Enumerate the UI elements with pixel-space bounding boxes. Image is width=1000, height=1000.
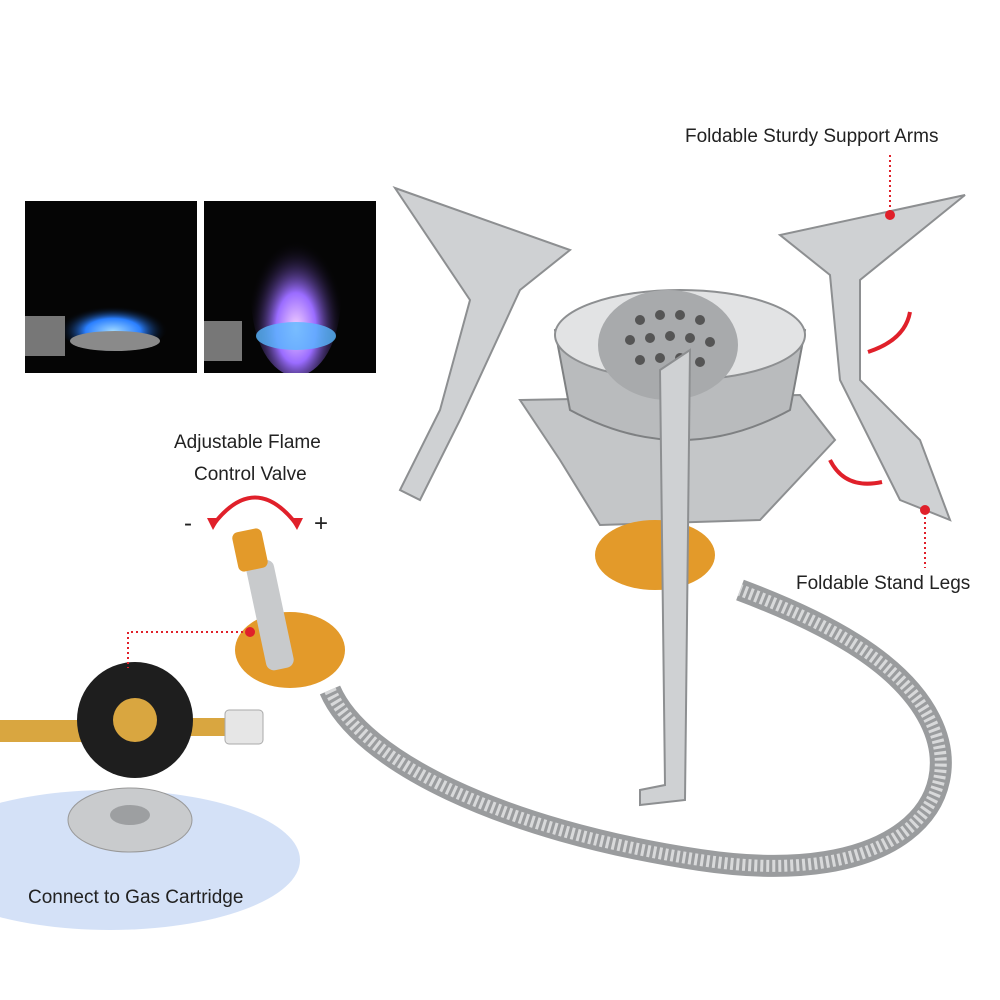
support-arms-label: Foldable Sturdy Support Arms <box>685 126 939 147</box>
front-leg <box>639 348 692 807</box>
stand-legs-label: Foldable Stand Legs <box>796 573 971 594</box>
increase-sign: + <box>314 510 329 537</box>
valve-knob <box>232 528 268 572</box>
rotate-arrow-leg <box>828 459 883 486</box>
large-flame-photo <box>204 201 376 373</box>
brass-regulator <box>595 520 715 590</box>
gas-callout-line <box>127 631 248 668</box>
flame-control-label-line1: Adjustable Flame <box>174 432 321 453</box>
decrease-sign: - <box>184 510 192 537</box>
gas-cartridge-label: Connect to Gas Cartridge <box>28 887 244 908</box>
support-arm-right <box>777 194 966 522</box>
small-flame-image <box>25 301 168 356</box>
small-flame-photo <box>25 201 197 373</box>
braided-hose <box>319 579 952 877</box>
rotate-arrow-arm <box>867 311 912 354</box>
flame-control-label-line2: Control Valve <box>194 464 307 485</box>
valve-stem <box>246 559 294 671</box>
large-flame-image <box>204 216 341 373</box>
rotate-arrow-valve <box>211 495 299 527</box>
support-arm-left <box>392 186 573 502</box>
